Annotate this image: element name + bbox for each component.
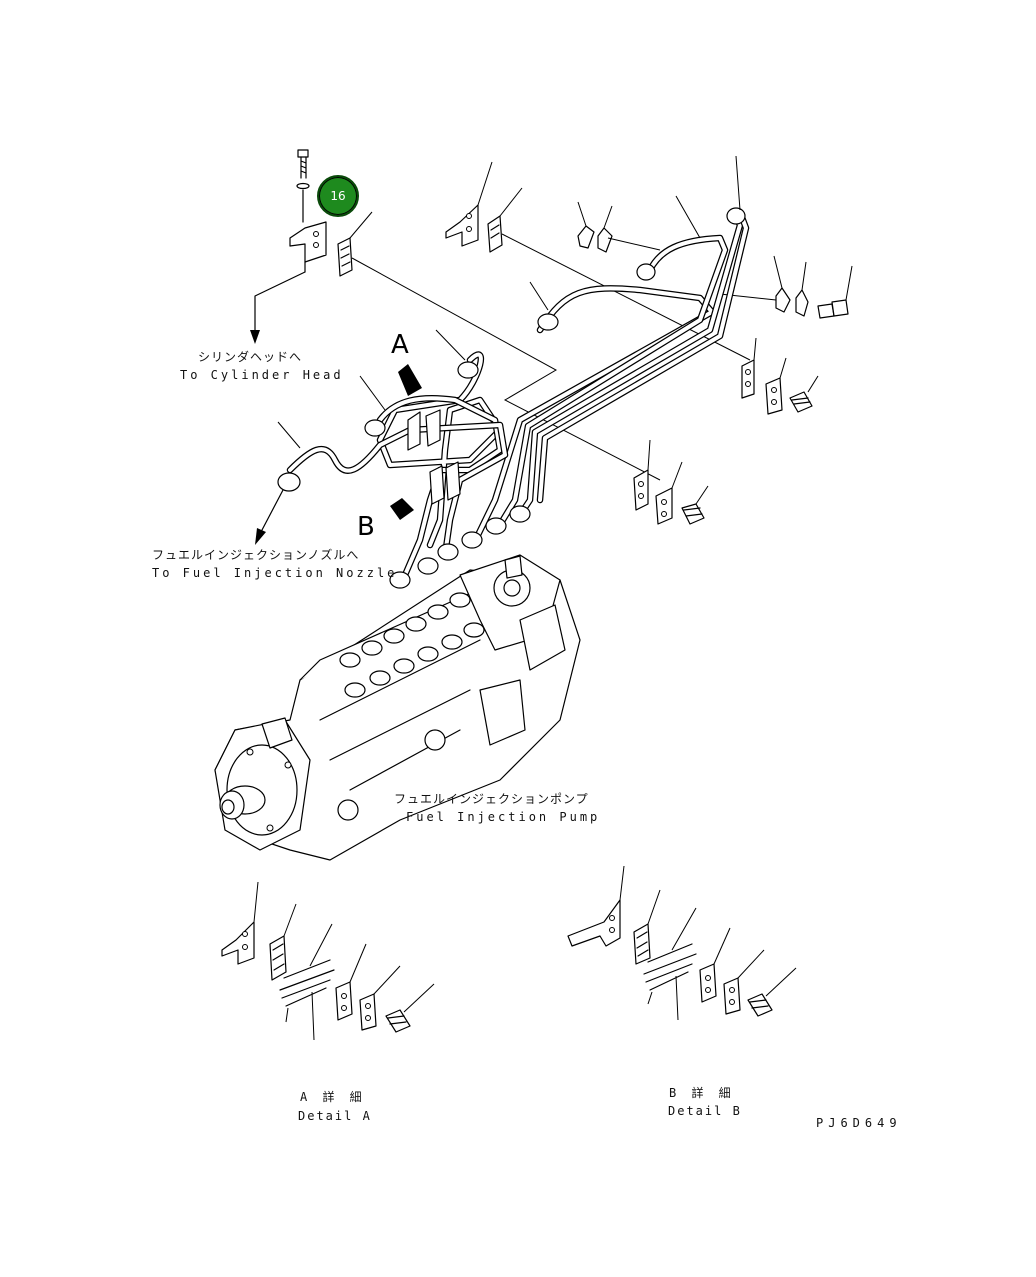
injection-pipes [277, 207, 750, 589]
clamp-top-center [487, 187, 751, 361]
callout-16-button[interactable]: 16 [317, 175, 359, 217]
bolt-right-top [817, 265, 853, 319]
label-nozzle-en: To Fuel Injection Nozzle [152, 566, 398, 580]
label-detail-b-jp: B 詳 細 [669, 1086, 735, 1100]
bracket-right-upper [741, 337, 819, 415]
view-b-letter: B [357, 512, 375, 542]
fuel-injection-pump [214, 554, 581, 861]
detail-a-drawing [221, 881, 435, 1041]
clip-pair-right [719, 255, 809, 317]
label-cylinder-head-en: To Cylinder Head [180, 368, 344, 382]
bolt-16 [296, 149, 310, 223]
label-cylinder-head-jp: シリンダヘッドへ [198, 350, 303, 364]
label-pump-jp: フュエルインジェクションポンプ [394, 792, 589, 806]
bracket-top-center [445, 161, 493, 247]
bracket-top-left [289, 221, 327, 273]
label-detail-b-en: Detail B [668, 1104, 742, 1118]
leader-cylinder-head [254, 271, 306, 331]
view-b-arrow [390, 498, 414, 520]
view-a-letter: A [391, 330, 409, 360]
view-a-arrow [398, 364, 422, 396]
bracket-right-lower [633, 439, 709, 525]
clamp-top-left [337, 211, 373, 277]
label-detail-a-jp: A 詳 細 [300, 1090, 366, 1104]
clip-pair-top [577, 201, 661, 253]
arrow-nozzle [255, 528, 266, 545]
callout-number: 16 [330, 189, 346, 203]
detail-b-drawing [567, 865, 797, 1021]
arrow-cylinder-head [250, 330, 260, 344]
label-nozzle-jp: フュエルインジェクションノズルへ [152, 548, 360, 562]
label-detail-a-en: Detail A [298, 1109, 372, 1123]
leader-nozzle [261, 489, 284, 531]
label-pump-en: Fuel Injection Pump [406, 810, 601, 824]
drawing-code: PJ6D649 [816, 1116, 902, 1130]
